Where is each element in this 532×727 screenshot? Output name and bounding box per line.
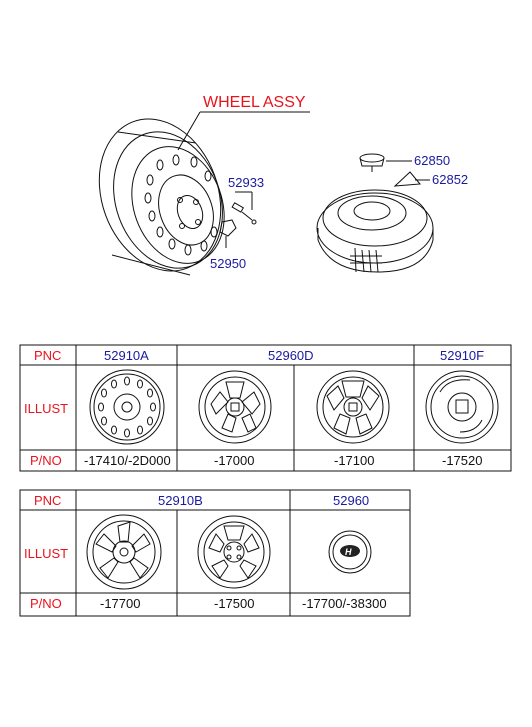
wheel-assembly-illustration: WHEEL ASSY xyxy=(98,94,468,276)
alloy-wheel-icon xyxy=(198,370,272,444)
pno-cell: -17700 xyxy=(100,596,140,611)
alloy-wheel-icon xyxy=(197,515,271,589)
pnc-52910F: 52910F xyxy=(440,348,484,363)
pno-cell: -17500 xyxy=(214,596,254,611)
pno-cell: -17410/-2D000 xyxy=(84,453,171,468)
valve-stem-icon xyxy=(231,191,257,225)
spare-wheel-icon xyxy=(316,189,434,273)
row-label-illust: ILLUST xyxy=(24,546,68,561)
steel-wheel-icon xyxy=(89,369,165,445)
wheel-assy-title: WHEEL ASSY xyxy=(203,94,306,111)
alloy-wheel-icon xyxy=(86,514,162,590)
alloy-wheel-icon xyxy=(316,370,390,444)
pnc-52960D: 52960D xyxy=(268,348,314,363)
parts-table-2: PNC ILLUST P/NO 52910B 52960 -17700 -175… xyxy=(19,489,411,617)
lug-nut-icon xyxy=(219,219,237,248)
hubcap-icon: H xyxy=(328,530,372,574)
callout-52950: 52950 xyxy=(210,256,246,271)
row-label-illust: ILLUST xyxy=(24,401,68,416)
row-label-pnc: PNC xyxy=(34,348,61,363)
pnc-52960: 52960 xyxy=(333,493,369,508)
callout-62850: 62850 xyxy=(414,153,450,168)
pno-cell: -17000 xyxy=(214,453,254,468)
steel-wheel-icon xyxy=(98,118,225,276)
pno-cell: -17520 xyxy=(442,453,482,468)
spare-wheel-icon xyxy=(425,370,499,444)
wedge-icon xyxy=(393,171,422,187)
row-label-pno: P/NO xyxy=(30,596,62,611)
parts-table-1: PNC ILLUST P/NO 52910A 52960D 52910F -17… xyxy=(19,344,512,472)
row-label-pno: P/NO xyxy=(30,453,62,468)
pno-cell: -17100 xyxy=(334,453,374,468)
svg-text:H: H xyxy=(345,547,352,557)
pnc-52910A: 52910A xyxy=(104,348,149,363)
row-label-pnc: PNC xyxy=(34,493,61,508)
callout-52933: 52933 xyxy=(228,175,264,190)
callout-62852: 62852 xyxy=(432,172,468,187)
hubcap-icon xyxy=(359,153,412,172)
pnc-52910B: 52910B xyxy=(158,493,203,508)
pno-cell: -17700/-38300 xyxy=(302,596,387,611)
